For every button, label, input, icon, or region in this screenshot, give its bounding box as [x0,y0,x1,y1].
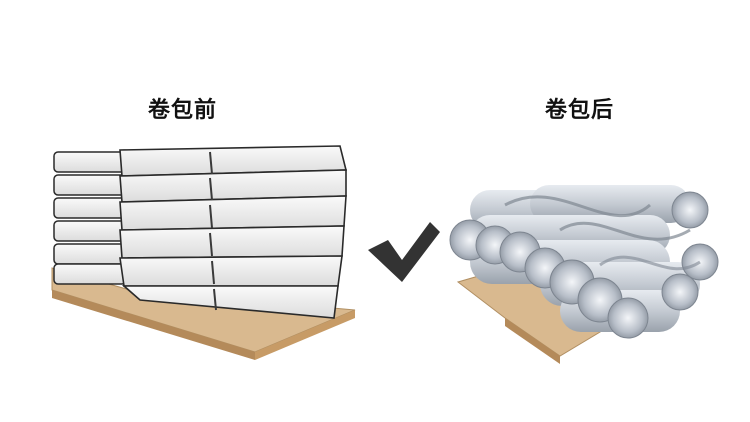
mattress-column-front [119,145,348,319]
after-label: 卷包后 [545,98,615,123]
pallet-left [51,267,356,360]
mattress-rolls [449,185,719,339]
rolled-mattress-stack [449,185,719,364]
mattress-column-back [53,151,127,285]
mattress-stack [51,145,356,360]
before-label: 卷包前 [148,98,218,123]
checkmark-icon [368,222,440,282]
